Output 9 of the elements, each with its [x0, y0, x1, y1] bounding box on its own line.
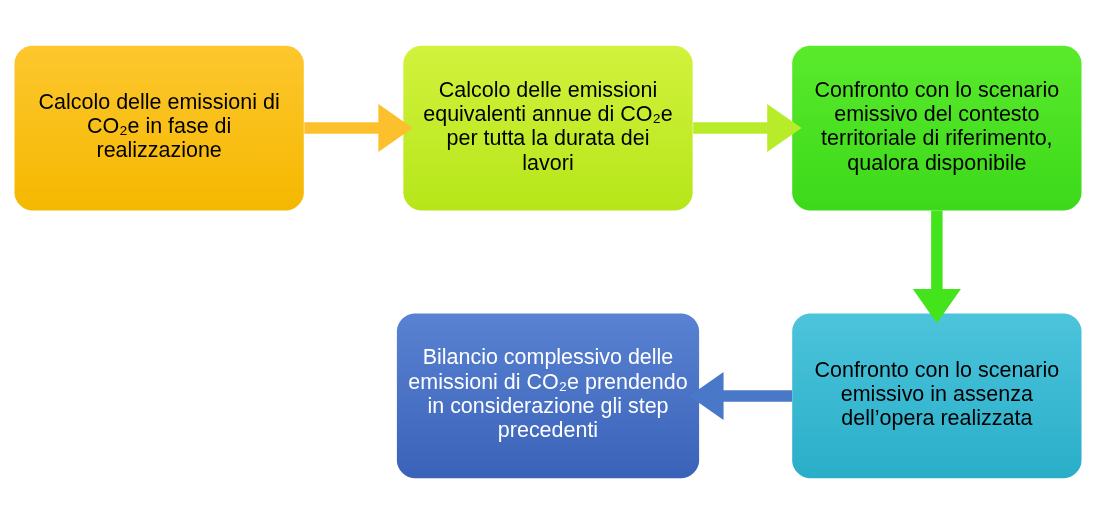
node-box: Confronto con lo scenario emissivo in assenza dell’opera realizzata — [792, 313, 1082, 479]
arrow — [689, 371, 793, 420]
node-box: Confronto con lo scenario emissivo del contesto territoriale di riferimento, qualora disponibile — [792, 45, 1082, 211]
arrow — [693, 104, 802, 153]
node-box: Bilancio complessivo delle emissioni di CO₂e prendendo in considerazione gli step precedenti — [396, 313, 700, 479]
node-box: Calcolo delle emissioni di CO₂e in fase di realizzazione — [14, 45, 304, 211]
node-box: Calcolo delle emissioni equivalenti annue di CO₂e per tutta la durata dei lavori — [403, 45, 693, 211]
arrow — [304, 104, 413, 153]
arrow — [912, 210, 961, 324]
